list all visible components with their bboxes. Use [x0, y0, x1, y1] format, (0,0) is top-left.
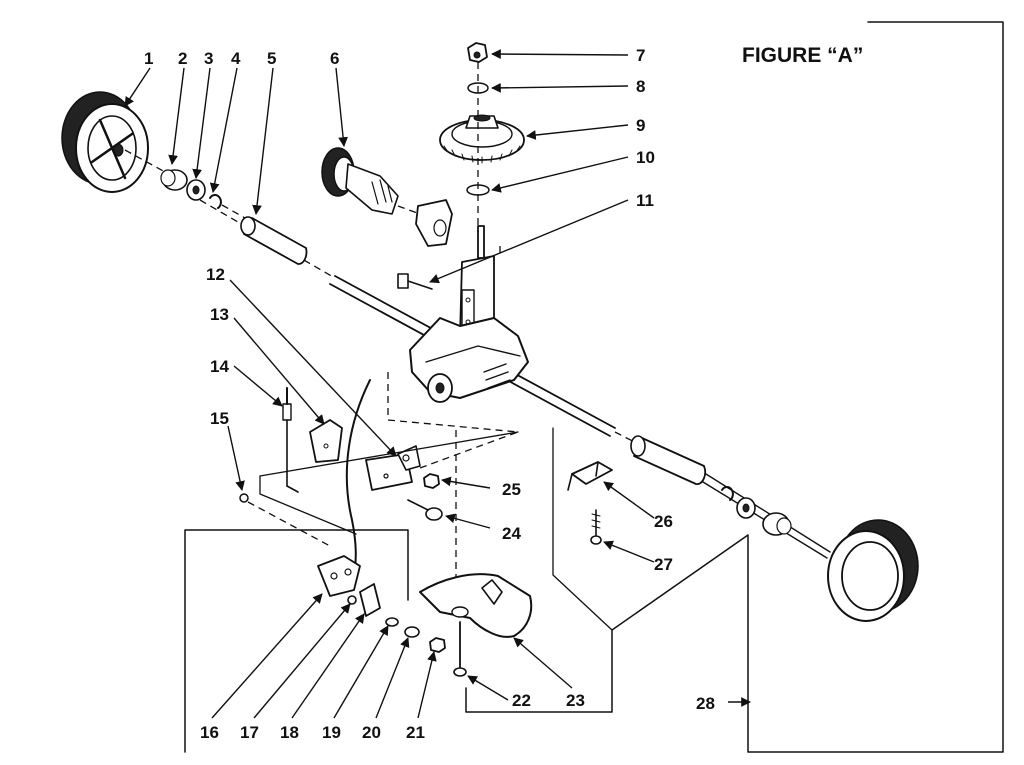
- callout-17: 17: [240, 723, 259, 742]
- callout-3: 3: [204, 49, 213, 68]
- callout-14: 14: [210, 357, 229, 376]
- callout-20: 20: [362, 723, 381, 742]
- lock-washer: [404, 626, 420, 638]
- bracket-nut: [423, 473, 440, 489]
- callout-4: 4: [231, 49, 241, 68]
- right-bushing: [762, 512, 792, 536]
- right-screw: [590, 509, 602, 545]
- detent-plate: [359, 583, 381, 617]
- callout-27: 27: [654, 555, 673, 574]
- bevel-gear: [439, 114, 525, 164]
- left-wheel: [61, 91, 149, 193]
- shift-assembly-boundary: [184, 427, 613, 753]
- callout-25: 25: [502, 480, 521, 499]
- callout-9: 9: [636, 116, 645, 135]
- callout-26: 26: [654, 512, 673, 531]
- mounting-clip: [309, 419, 343, 463]
- callout-15: 15: [210, 409, 229, 428]
- transaxle-housing: [409, 199, 529, 403]
- callout-8: 8: [636, 77, 645, 96]
- callout-23: 23: [566, 691, 585, 710]
- hex-nut: [429, 637, 446, 653]
- right-spacer-tube: [630, 435, 706, 485]
- bushing: [160, 169, 188, 191]
- pin: [239, 493, 249, 503]
- flat-washer: [385, 617, 399, 627]
- leader-lines: [124, 49, 751, 719]
- shift-lever: [317, 555, 361, 597]
- axle-cover: [419, 573, 533, 638]
- figure-title: FIGURE “A”: [742, 44, 863, 67]
- retaining-ring: [209, 194, 222, 209]
- washer: [186, 179, 206, 201]
- bracket-bolt: [407, 499, 443, 521]
- bolt: [397, 273, 433, 290]
- callout-10: 10: [636, 148, 655, 167]
- callout-28: 28: [696, 694, 715, 713]
- callout-21: 21: [406, 723, 425, 742]
- callout-2: 2: [178, 49, 187, 68]
- cover-screw: [453, 621, 467, 677]
- callout-11: 11: [636, 191, 654, 210]
- callout-6: 6: [330, 49, 339, 68]
- callout-24: 24: [502, 524, 521, 543]
- shift-rod: [282, 387, 299, 493]
- callout-18: 18: [280, 723, 299, 742]
- detent-spring: [347, 595, 357, 605]
- callout-12: 12: [206, 265, 225, 284]
- right-clip: [567, 461, 613, 491]
- callout-5: 5: [267, 49, 276, 68]
- right-wheel: [827, 519, 919, 622]
- callout-19: 19: [322, 723, 341, 742]
- assembly-boundary-28: [465, 21, 1004, 753]
- pinion-gear: [321, 147, 399, 215]
- shift-cable: [345, 379, 371, 589]
- callout-16: 16: [200, 723, 219, 742]
- callout-labels: 1 2 3 4 5 6 7 8 9 10 11 12 13 14 15 16 1…: [144, 46, 715, 742]
- right-retaining-ring: [721, 486, 734, 501]
- callout-13: 13: [210, 305, 229, 324]
- callout-22: 22: [512, 691, 531, 710]
- spacer-tube: [240, 216, 308, 265]
- right-washer: [736, 497, 756, 519]
- callout-7: 7: [636, 46, 645, 65]
- callout-1: 1: [144, 49, 153, 68]
- nut: [467, 42, 488, 63]
